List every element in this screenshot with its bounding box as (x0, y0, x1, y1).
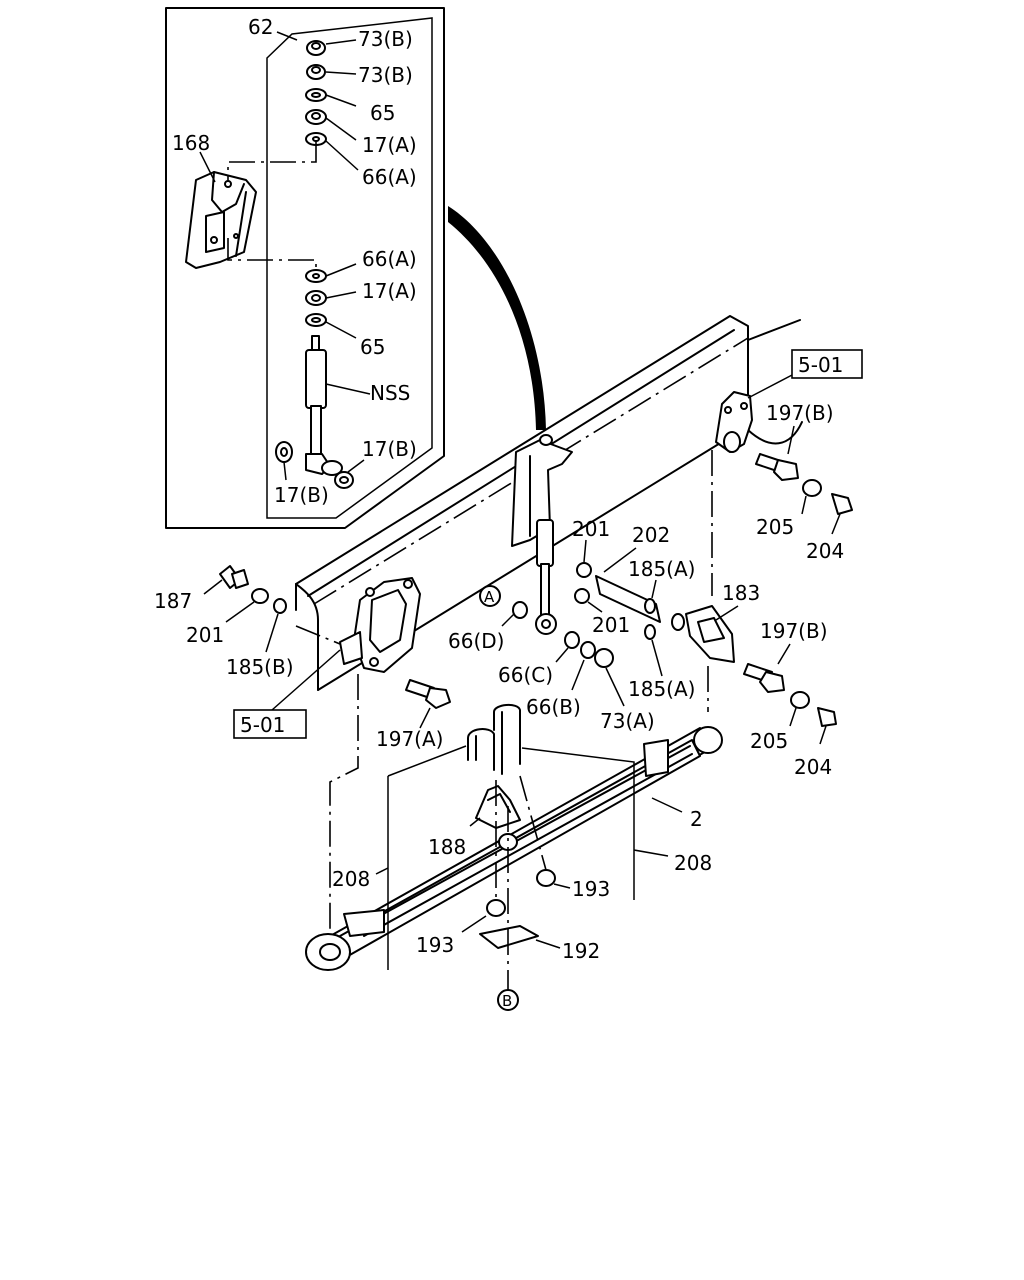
label-66d: 66(D) (448, 629, 504, 653)
label-193-1: 193 (572, 877, 610, 901)
u-bolt-208 (467, 704, 521, 775)
label-65-1: 65 (370, 101, 395, 125)
label-197a: 197(A) (376, 727, 443, 751)
bushing-17b-right (334, 471, 354, 489)
label-208-2: 208 (674, 851, 712, 875)
front-spring-hanger (339, 577, 421, 673)
ref-box-5-01-left: 5-01 (233, 709, 307, 739)
washer-185a-lower (644, 624, 656, 640)
grease-bolt-187 (219, 565, 249, 589)
label-2: 2 (690, 807, 703, 831)
grease-nipple-204-upper (831, 493, 853, 515)
bolt-197b-lower (743, 663, 785, 693)
label-66b: 66(B) (526, 695, 581, 719)
label-73b-2: 73(B) (358, 63, 413, 87)
shackle-183 (685, 605, 735, 663)
svg-text:B: B (502, 992, 512, 1010)
label-201-1: 201 (572, 517, 610, 541)
label-204-2: 204 (794, 755, 832, 779)
marker-b: B (497, 989, 519, 1011)
washer-65-lower (305, 313, 327, 327)
ref-box-5-01-top: 5-01 (791, 349, 863, 379)
bushing-17a-lower (305, 290, 327, 306)
label-185b: 185(B) (226, 655, 294, 679)
label-202: 202 (632, 523, 670, 547)
label-66c: 66(C) (498, 663, 553, 687)
label-73b-1: 73(B) (358, 27, 413, 51)
svg-text:5-01: 5-01 (240, 713, 285, 737)
label-188: 188 (428, 835, 466, 859)
washer-66a-lower (305, 269, 327, 283)
label-185a-1: 185(A) (628, 557, 695, 581)
label-201-2: 201 (592, 613, 630, 637)
label-168: 168 (172, 131, 210, 155)
washer-65-upper (305, 88, 327, 102)
label-17b-2: 17(B) (274, 483, 329, 507)
label-73a: 73(A) (600, 709, 655, 733)
washer-66b (580, 641, 596, 659)
nut-193-left (486, 899, 506, 917)
bolt-197b-upper (755, 453, 799, 481)
shackle-plate-202 (595, 575, 661, 623)
nut-73a (594, 648, 614, 668)
label-201-3: 201 (186, 623, 224, 647)
washer-205-lower (790, 691, 810, 709)
upper-bracket-168 (185, 171, 257, 269)
spring-plate-192 (479, 925, 539, 949)
label-192: 192 (562, 939, 600, 963)
lock-nut-73b-upper (306, 40, 326, 56)
washer-185a-upper (644, 598, 656, 614)
label-205-1: 205 (756, 515, 794, 539)
washer-66c (564, 631, 580, 649)
spacer-188 (475, 785, 521, 829)
label-208-1: 208 (332, 867, 370, 891)
nut-201-upper (576, 562, 592, 578)
label-66a-2: 66(A) (362, 247, 417, 271)
label-17a-1: 17(A) (362, 133, 417, 157)
shock-absorber-inset: 62 73(B) 73(B) 65 17(A) 66(A) 168 66(A) … (165, 7, 445, 529)
label-17b-1: 17(B) (362, 437, 417, 461)
label-204-1: 204 (806, 539, 844, 563)
nut-201-lower (574, 588, 590, 604)
bolt-197a (405, 679, 451, 709)
washer-205-upper (802, 479, 822, 497)
washer-185b (273, 598, 287, 614)
lock-nut-73b-lower (306, 64, 326, 80)
shock-upper-bracket (511, 434, 573, 635)
bushing-17b-left (275, 441, 293, 463)
shock-absorber-nss (305, 335, 343, 476)
label-nss: NSS (370, 381, 410, 405)
label-193-2: 193 (416, 933, 454, 957)
nut-201-left (251, 588, 269, 604)
inset-callout-arc (448, 206, 546, 430)
marker-a: A (479, 585, 501, 607)
label-187: 187 (154, 589, 192, 613)
label-183: 183 (722, 581, 760, 605)
washer-66a-upper (305, 132, 327, 146)
bushing-17a-upper (305, 109, 327, 125)
svg-text:5-01: 5-01 (798, 353, 843, 377)
label-185a-2: 185(A) (628, 677, 695, 701)
label-66a-1: 66(A) (362, 165, 417, 189)
rear-spring-hanger (715, 391, 753, 453)
nut-193-right (536, 869, 556, 887)
washer-66d (512, 601, 528, 619)
svg-text:A: A (484, 588, 495, 606)
label-65-2: 65 (360, 335, 385, 359)
grease-nipple-204-lower (817, 707, 837, 727)
label-17a-2: 17(A) (362, 279, 417, 303)
label-62: 62 (248, 15, 273, 39)
label-205-2: 205 (750, 729, 788, 753)
label-197b-2: 197(B) (760, 619, 828, 643)
label-197b-1: 197(B) (766, 401, 834, 425)
